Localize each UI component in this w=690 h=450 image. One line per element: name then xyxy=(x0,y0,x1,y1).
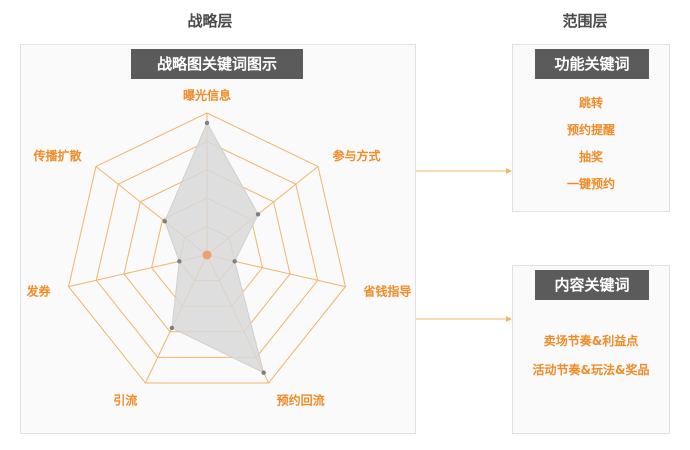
content-keyword: 活动节奏&玩法&奖品 xyxy=(532,363,650,377)
arrow-to-content xyxy=(416,316,512,322)
content-keyword: 卖场节奏&利益点 xyxy=(543,334,639,348)
radar-point xyxy=(255,212,261,217)
function-keyword: 抽奖 xyxy=(578,150,603,164)
radar-point xyxy=(162,219,168,224)
radar-axis-label: 参与方式 xyxy=(332,148,380,163)
radar-axis-label: 省钱指导 xyxy=(362,284,411,299)
function-keyword: 一键预约 xyxy=(566,177,615,191)
radar-axis-label: 曝光信息 xyxy=(183,88,231,103)
function-panel-title: 功能关键词 xyxy=(535,49,649,79)
scope-heading: 范围层 xyxy=(562,12,608,30)
radar-axis-label: 预约回流 xyxy=(277,393,325,408)
content-panel-title: 内容关键词 xyxy=(535,270,649,300)
arrow-to-function xyxy=(416,168,512,174)
radar-point xyxy=(204,120,210,126)
radar-point xyxy=(169,325,175,331)
strategy-panel: 战略图关键词图示 曝光信息参与方式省钱指导预约回流 引流 发券 传播扩散 xyxy=(20,44,416,434)
radar-grid-ring xyxy=(68,112,346,384)
function-panel: 功能关键词 跳转 预约提醒 抽奖 一键预约 xyxy=(512,44,670,212)
radar-axis-label: 发券 xyxy=(26,284,52,299)
radar-point xyxy=(261,370,266,375)
radar-axis-label: 传播扩散 xyxy=(33,148,83,163)
function-keyword: 预约提醒 xyxy=(566,123,615,137)
strategy-heading: 战略层 xyxy=(187,12,233,30)
radar-point xyxy=(177,259,182,264)
strategy-panel-title: 战略图关键词图示 xyxy=(131,49,303,79)
radar-point xyxy=(232,259,237,264)
function-keyword: 跳转 xyxy=(578,96,603,110)
radar-axis-label: 引流 xyxy=(113,393,137,408)
content-panel: 内容关键词 卖场节奏&利益点 活动节奏&玩法&奖品 xyxy=(512,265,670,434)
radar-center-point xyxy=(202,250,212,260)
radar-value-area xyxy=(164,121,265,374)
radar-grid-ring xyxy=(95,140,319,358)
